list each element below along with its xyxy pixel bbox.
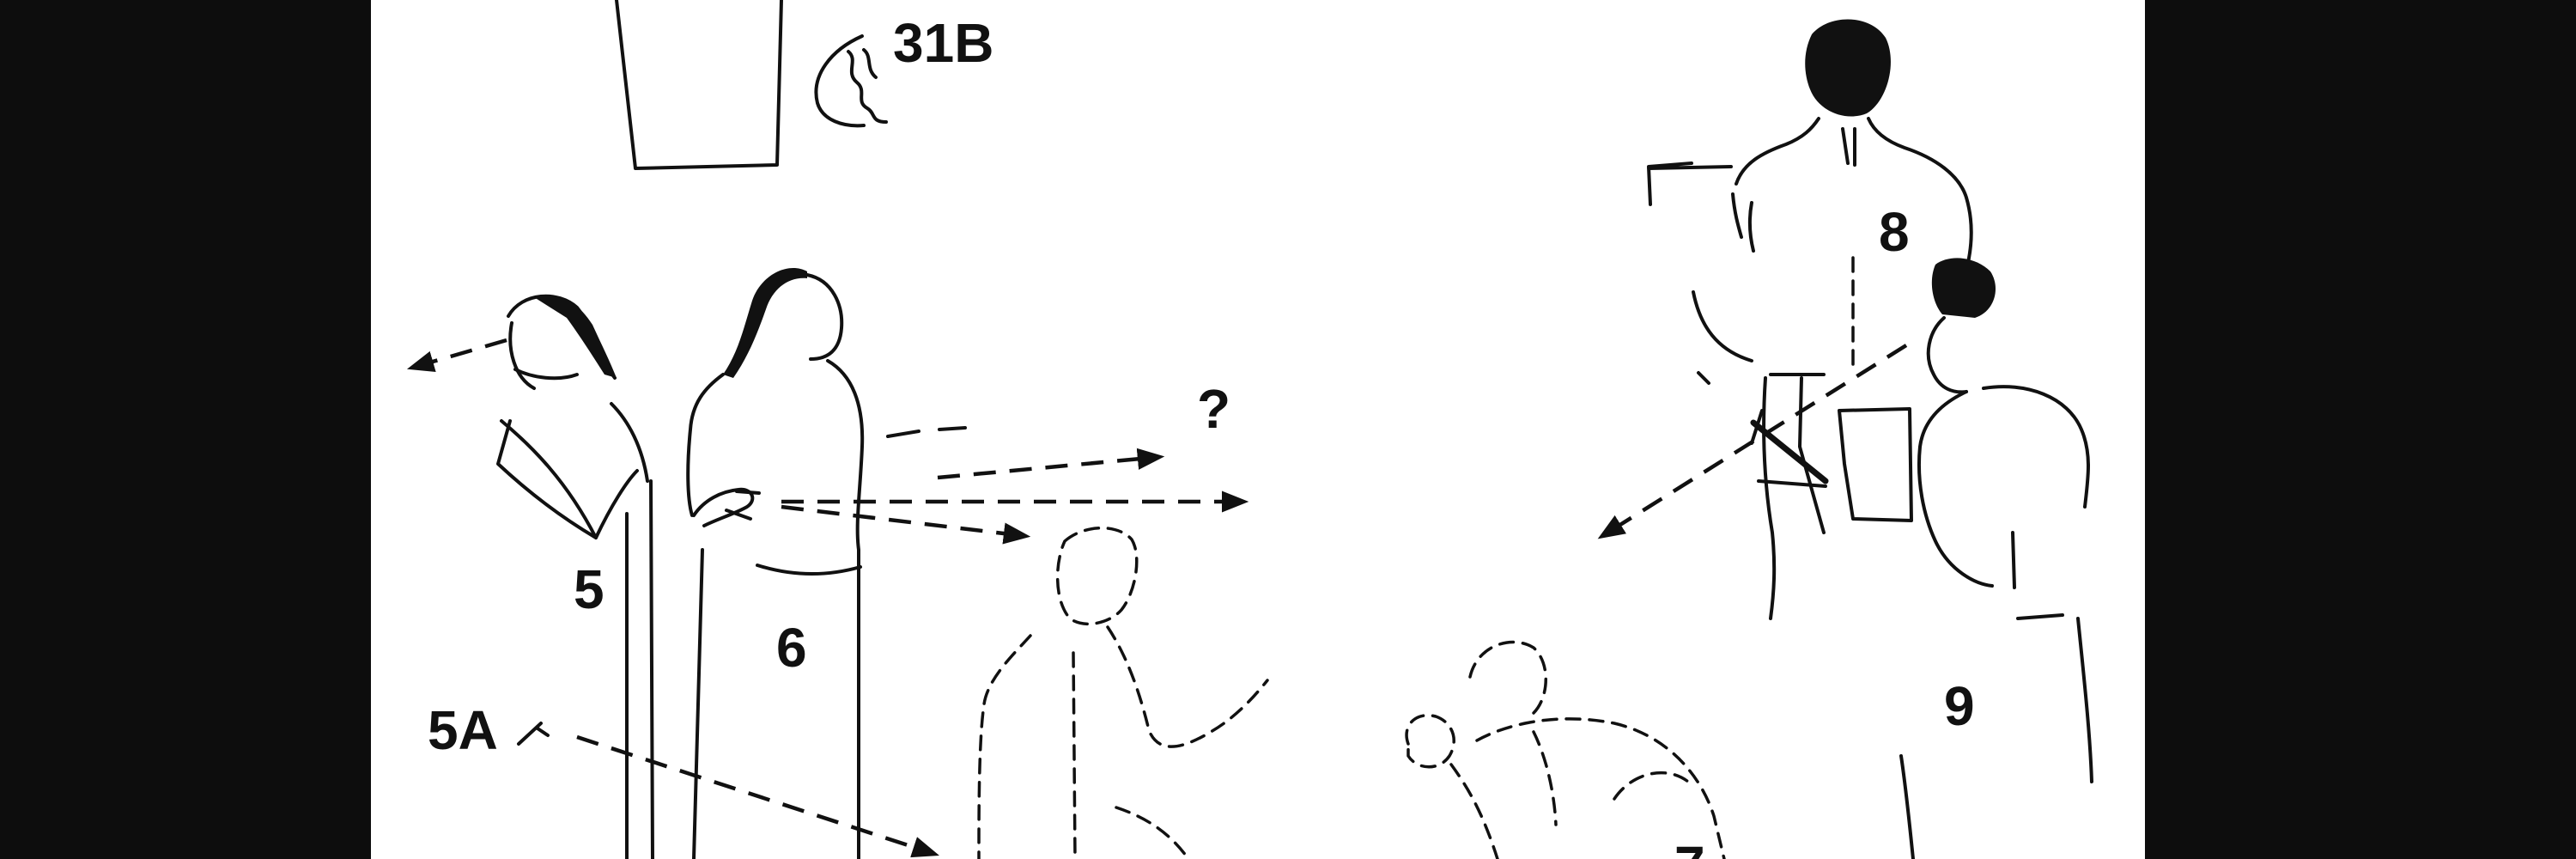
label-6: 6 [776,617,807,679]
person-8: 8 [1647,19,1973,620]
gaze-arrows: ? [781,378,1249,545]
person-5: 5 [406,294,654,859]
dashed-person-7: 7 [1405,640,1726,859]
label-5a: 5A [428,699,498,761]
gaze-arrow-9 [1597,344,1908,539]
label-5a-group: 5A [428,699,939,858]
figure-panel [371,0,2145,859]
label-31b: 31B [893,12,993,74]
label-9: 9 [1944,675,1975,737]
label-7: 7 [1674,835,1705,859]
label-question: ? [1197,378,1230,440]
person-6: 6 [686,267,967,859]
label-5: 5 [574,558,605,620]
dashed-seated-person [977,527,1269,859]
label-8: 8 [1879,201,1910,263]
person-9: 9 [1838,258,2093,859]
screen-device: 31B [615,0,993,170]
